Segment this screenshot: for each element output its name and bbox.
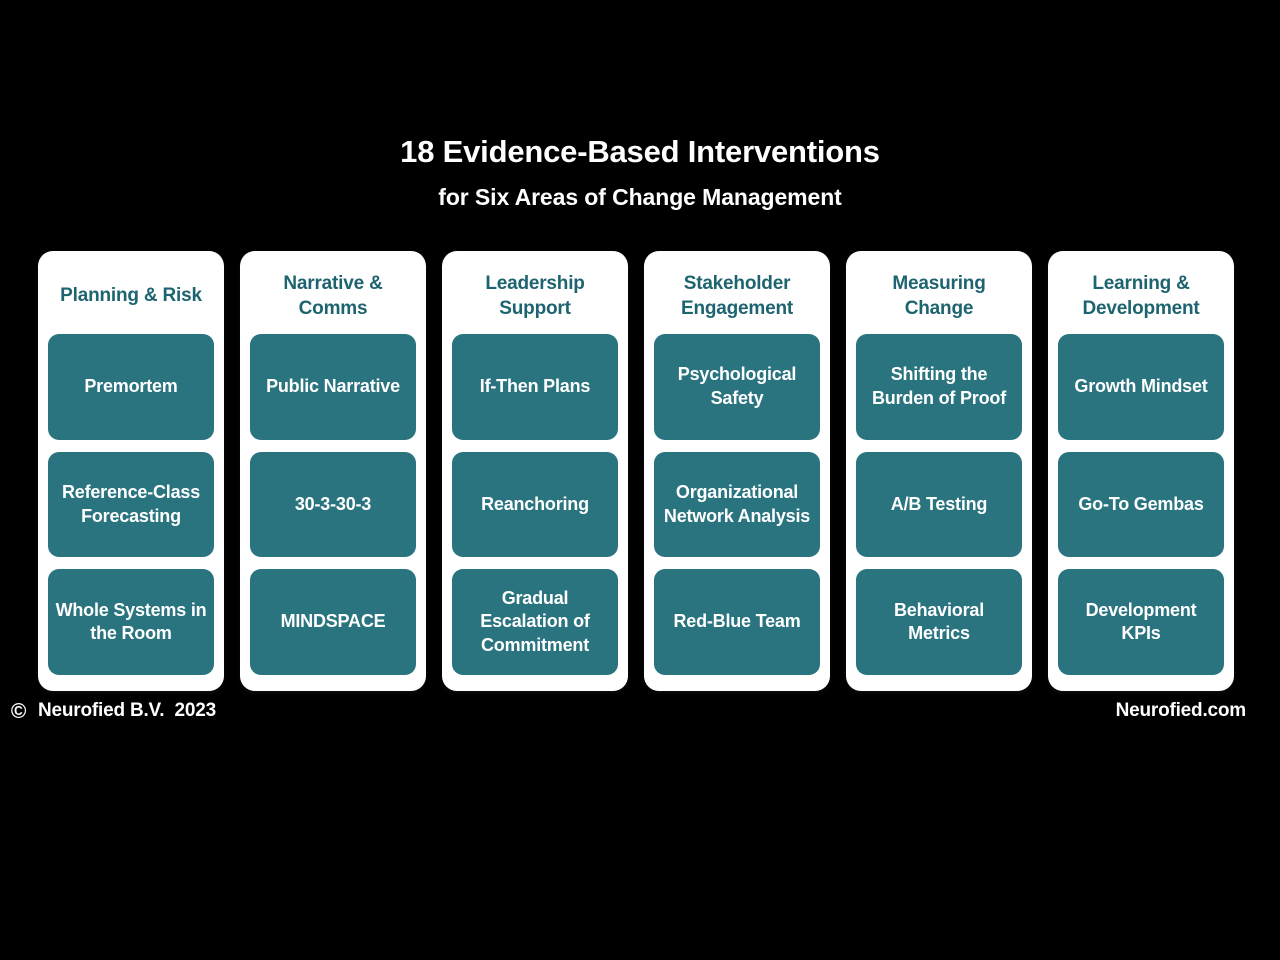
copyright-footer: © Neurofied B.V. 2023 [8, 700, 216, 722]
column-card-planning-risk: Planning & Risk Premortem Reference-Clas… [38, 251, 224, 691]
intervention-pill[interactable]: Development KPIs [1058, 569, 1224, 676]
intervention-pill[interactable]: Psychological Safety [654, 334, 820, 440]
intervention-pill[interactable]: Premortem [48, 334, 214, 440]
intervention-pill[interactable]: Organizational Network Analysis [654, 451, 820, 558]
copyright-icon: © [10, 699, 27, 723]
columns-container: Planning & Risk Premortem Reference-Clas… [38, 251, 1243, 691]
intervention-pill[interactable]: If-Then Plans [452, 334, 618, 440]
website-link[interactable]: Neurofied.com [1115, 700, 1247, 721]
intervention-list: Shifting the Burden of Proof A/B Testing… [856, 334, 1022, 676]
column-card-narrative-comms: Narrative & Comms Public Narrative 30-3-… [240, 251, 426, 691]
column-card-stakeholder-engagement: Stakeholder Engagement Psychological Saf… [644, 251, 830, 691]
intervention-pill[interactable]: Shifting the Burden of Proof [856, 334, 1022, 440]
intervention-list: Public Narrative 30-3-30-3 MINDSPACE [250, 334, 416, 676]
intervention-pill[interactable]: MINDSPACE [250, 569, 416, 676]
intervention-list: Premortem Reference-Class Forecasting Wh… [48, 334, 214, 676]
column-card-leadership-support: Leadership Support If-Then Plans Reancho… [442, 251, 628, 691]
intervention-pill[interactable]: Reference-Class Forecasting [48, 451, 214, 558]
intervention-pill[interactable]: A/B Testing [856, 451, 1022, 558]
intervention-pill[interactable]: Red-Blue Team [654, 569, 820, 676]
column-header: Learning & Development [1082, 272, 1200, 319]
intervention-pill[interactable]: Reanchoring [452, 451, 618, 558]
column-card-measuring-change: Measuring Change Shifting the Burden of … [846, 251, 1032, 691]
column-header: Stakeholder Engagement [680, 272, 794, 319]
intervention-pill[interactable]: Public Narrative [250, 334, 416, 440]
intervention-pill[interactable]: Go-To Gembas [1058, 451, 1224, 558]
page-title: 18 Evidence-Based Interventions [400, 134, 880, 169]
intervention-pill[interactable]: 30-3-30-3 [250, 451, 416, 558]
page-subtitle: for Six Areas of Change Management [438, 183, 842, 210]
column-card-learning-development: Learning & Development Growth Mindset Go… [1048, 251, 1234, 691]
intervention-list: If-Then Plans Reanchoring Gradual Escala… [452, 334, 618, 676]
intervention-list: Growth Mindset Go-To Gembas Development … [1058, 334, 1224, 676]
column-header: Narrative & Comms [283, 272, 383, 319]
column-header: Measuring Change [892, 272, 986, 319]
intervention-pill[interactable]: Whole Systems in the Room [48, 569, 214, 676]
title-block: 18 Evidence-Based Interventions for Six … [0, 134, 1280, 210]
intervention-pill[interactable]: Growth Mindset [1058, 334, 1224, 440]
copyright-text: Neurofied B.V. 2023 [38, 700, 216, 721]
column-header: Planning & Risk [60, 285, 202, 307]
intervention-pill[interactable]: Gradual Escalation of Commitment [452, 569, 618, 676]
intervention-list: Psychological Safety Organizational Netw… [654, 334, 820, 676]
intervention-pill[interactable]: Behavioral Metrics [856, 569, 1022, 676]
column-header: Leadership Support [485, 272, 585, 319]
